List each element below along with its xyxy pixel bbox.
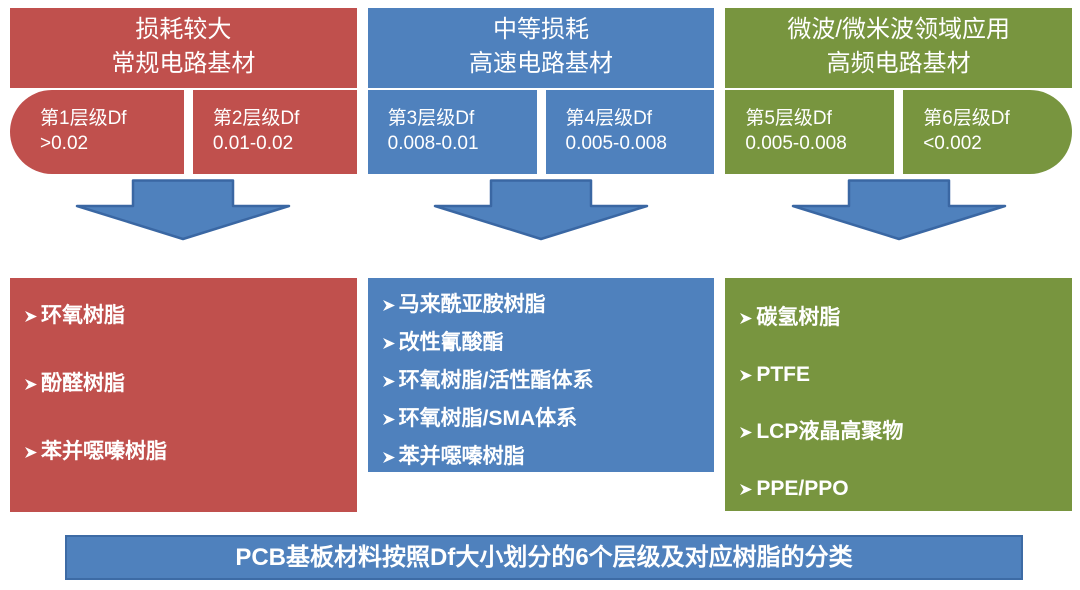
tier-label: 第4层级Df bbox=[565, 108, 653, 129]
resin-label: 环氧树脂/SMA体系 bbox=[398, 407, 578, 430]
resin-label: LCP液晶高聚物 bbox=[756, 420, 904, 443]
block-arrow-down-icon bbox=[433, 179, 649, 241]
resin-item: 环氧树脂/活性酯体系 bbox=[382, 369, 701, 393]
resin-list-highfreq: 碳氢树脂 PTFE LCP液晶高聚物 bbox=[725, 278, 1073, 511]
arrowhead-bullet-icon bbox=[24, 446, 38, 459]
tier-box-5: 第5层级Df 0.005-0.008 bbox=[725, 90, 895, 174]
tier-range: 0.008-0.01 bbox=[387, 133, 479, 154]
arrowhead-bullet-icon bbox=[382, 375, 396, 388]
block-arrow-down-icon bbox=[791, 179, 1006, 241]
resin-list-conventional: 环氧树脂 酚醛树脂 苯并噁嗪树脂 bbox=[10, 278, 357, 512]
column-header: 损耗较大 常规电路基材 bbox=[10, 8, 357, 88]
resin-item: 酚醛树脂 bbox=[24, 372, 343, 396]
resin-label: 环氧树脂 bbox=[41, 304, 125, 327]
tier-range: 0.005-0.008 bbox=[745, 133, 847, 154]
resin-list-highspeed: 马来酰亚胺树脂 改性氰酸酯 环氧树脂/活性酯体系 bbox=[367, 278, 715, 472]
resin-item: 环氧树脂 bbox=[24, 304, 343, 328]
resin-item: 改性氰酸酯 bbox=[382, 331, 701, 355]
column-header: 微波/微米波领域应用 高频电路基材 bbox=[725, 8, 1073, 88]
arrowhead-bullet-icon bbox=[739, 426, 753, 439]
resin-item: 碳氢树脂 bbox=[739, 306, 1058, 330]
arrowhead-bullet-icon bbox=[739, 369, 753, 382]
resin-label: 苯并噁嗪树脂 bbox=[41, 440, 167, 463]
arrowhead-bullet-icon bbox=[739, 312, 753, 325]
resin-label: 改性氰酸酯 bbox=[398, 331, 504, 354]
resin-label: 酚醛树脂 bbox=[41, 372, 125, 395]
tier-label: 第5层级Df bbox=[745, 108, 832, 129]
tier-box-3: 第3层级Df 0.008-0.01 bbox=[367, 90, 537, 174]
resin-label: 苯并噁嗪树脂 bbox=[398, 445, 525, 468]
tier-range: 0.01-0.02 bbox=[212, 133, 294, 154]
arrowhead-bullet-icon bbox=[739, 483, 753, 496]
resin-label: 环氧树脂/活性酯体系 bbox=[398, 369, 594, 392]
arrow-area bbox=[10, 174, 357, 278]
arrowhead-bullet-icon bbox=[382, 451, 396, 464]
column-highfreq: 微波/微米波领域应用 高频电路基材 第5层级Df 0.005-0.008 第6层… bbox=[725, 8, 1073, 512]
tier-label: 第1层级Df bbox=[40, 108, 127, 129]
arrowhead-bullet-icon bbox=[24, 310, 38, 323]
resin-label: 碳氢树脂 bbox=[756, 306, 841, 329]
tier-label: 第2层级Df bbox=[212, 108, 300, 129]
arrowhead-bullet-icon bbox=[382, 299, 396, 312]
columns-row: 损耗较大 常规电路基材 第1层级Df >0.02 第2层级Df 0.01-0.0… bbox=[10, 8, 1073, 512]
tier-row: 第1层级Df >0.02 第2层级Df 0.01-0.02 bbox=[10, 90, 357, 174]
arrow-area bbox=[725, 174, 1072, 278]
resin-item: 环氧树脂/SMA体系 bbox=[382, 407, 701, 431]
header-line1: 微波/微米波领域应用 bbox=[787, 16, 1011, 43]
tier-box-6: 第6层级Df <0.002 bbox=[903, 90, 1073, 174]
caption-bar: PCB基板材料按照Df大小划分的6个层级及对应树脂的分类 bbox=[65, 535, 1023, 580]
arrowhead-bullet-icon bbox=[24, 378, 38, 391]
column-header: 中等损耗 高速电路基材 bbox=[367, 8, 715, 88]
header-line2: 常规电路基材 bbox=[111, 50, 256, 77]
arrowhead-bullet-icon bbox=[382, 413, 396, 426]
header-line1: 中等损耗 bbox=[493, 16, 589, 43]
tier-box-2: 第2层级Df 0.01-0.02 bbox=[192, 90, 357, 174]
arrow-area bbox=[368, 174, 715, 278]
block-arrow-down-icon bbox=[76, 179, 291, 241]
column-conventional: 损耗较大 常规电路基材 第1层级Df >0.02 第2层级Df 0.01-0.0… bbox=[10, 8, 357, 512]
tier-box-1: 第1层级Df >0.02 bbox=[10, 90, 184, 174]
tier-label: 第6层级Df bbox=[923, 108, 1010, 129]
resin-item: 苯并噁嗪树脂 bbox=[24, 440, 343, 464]
resin-label: PPE/PPO bbox=[756, 477, 849, 500]
arrowhead-bullet-icon bbox=[382, 337, 396, 350]
header-line2: 高频电路基材 bbox=[826, 50, 971, 77]
tier-range: 0.005-0.008 bbox=[565, 133, 667, 154]
resin-label: 马来酰亚胺树脂 bbox=[398, 293, 546, 316]
tier-row: 第3层级Df 0.008-0.01 第4层级Df 0.005-0.008 bbox=[367, 90, 715, 174]
resin-item: PPE/PPO bbox=[739, 477, 1058, 501]
resin-item: 马来酰亚胺树脂 bbox=[382, 293, 701, 317]
header-line1: 损耗较大 bbox=[135, 16, 232, 43]
tier-range: >0.02 bbox=[40, 133, 89, 154]
tier-row: 第5层级Df 0.005-0.008 第6层级Df <0.002 bbox=[725, 90, 1073, 174]
header-line2: 高速电路基材 bbox=[469, 50, 613, 77]
tier-range: <0.002 bbox=[923, 133, 982, 154]
resin-label: PTFE bbox=[756, 363, 811, 386]
resin-item: PTFE bbox=[739, 363, 1058, 387]
resin-item: LCP液晶高聚物 bbox=[739, 420, 1058, 444]
tier-box-4: 第4层级Df 0.005-0.008 bbox=[545, 90, 715, 174]
resin-item: 苯并噁嗪树脂 bbox=[382, 445, 701, 469]
tier-label: 第3层级Df bbox=[387, 108, 475, 129]
column-highspeed: 中等损耗 高速电路基材 第3层级Df 0.008-0.01 第4层级Df 0.0… bbox=[367, 8, 715, 512]
